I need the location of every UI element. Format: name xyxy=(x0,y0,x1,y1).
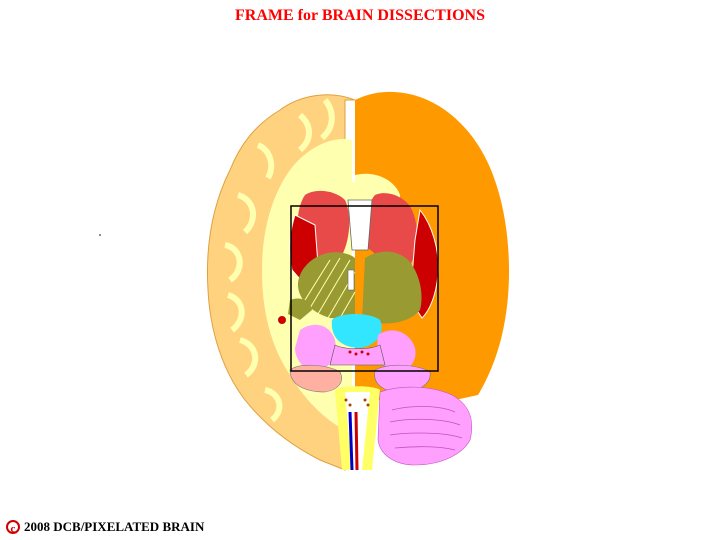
right-caudate xyxy=(366,193,418,265)
footer: c 2008 DCB/PIXELATED BRAIN xyxy=(6,519,204,535)
cerebellum xyxy=(377,386,473,466)
septum xyxy=(347,199,373,251)
cerebral-aqueduct xyxy=(347,269,355,291)
right-temporal-pink xyxy=(374,364,431,393)
cerebellum-folia xyxy=(389,406,463,451)
copyright-icon: c xyxy=(6,520,20,535)
midbrain-center xyxy=(329,344,386,366)
midbrain-right xyxy=(377,330,416,372)
hypothalamus xyxy=(331,314,382,348)
right-thalamus xyxy=(362,251,422,324)
tract-blue xyxy=(348,411,354,471)
page-title: FRAME for BRAIN DISSECTIONS xyxy=(235,7,485,24)
midbrain-left xyxy=(295,324,336,372)
dissection-frame xyxy=(290,205,439,372)
left-temporal-pink xyxy=(289,364,342,393)
left-lobule xyxy=(288,298,312,320)
red-nuclei xyxy=(278,316,370,356)
thalamus-hatching xyxy=(304,257,356,319)
brainstem-dots xyxy=(344,398,370,407)
marker-dot xyxy=(99,234,101,236)
left-gyri xyxy=(224,98,335,423)
tract-red xyxy=(354,411,359,471)
footer-text: 2008 DCB/PIXELATED BRAIN xyxy=(24,519,205,534)
left-thalamus xyxy=(298,252,355,320)
